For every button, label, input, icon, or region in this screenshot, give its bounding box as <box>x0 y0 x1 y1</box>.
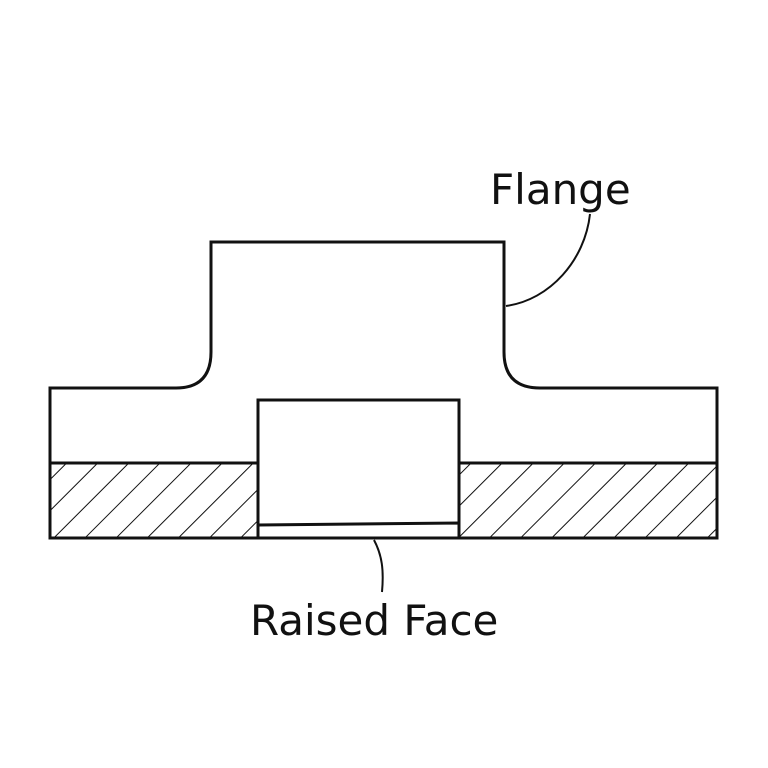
hatched-section-left <box>48 461 260 540</box>
raised-face-leader-line <box>373 539 384 593</box>
raised-face-strip <box>256 521 461 540</box>
center-bore <box>256 398 461 540</box>
raised-face-label: Raised Face <box>250 596 498 645</box>
flange-leader-line <box>505 213 591 307</box>
flange-label: Flange <box>490 165 631 214</box>
hatched-section-right <box>457 461 719 540</box>
